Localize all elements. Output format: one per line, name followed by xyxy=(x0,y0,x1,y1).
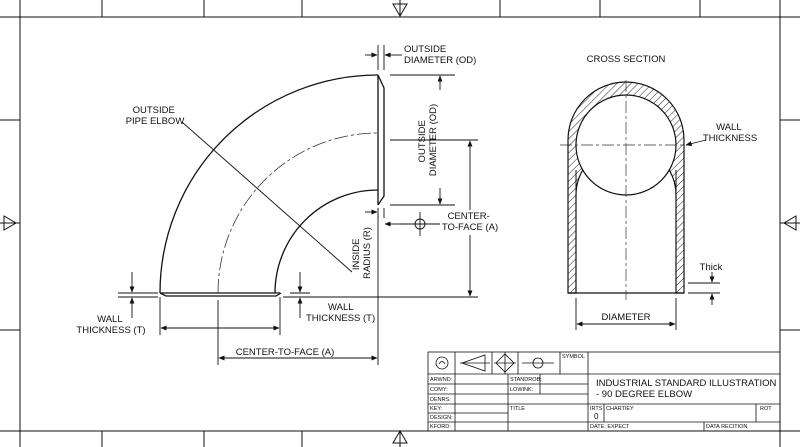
field-design: DESIGN: xyxy=(430,415,453,421)
data-recition-label: DATA RECITION xyxy=(706,424,747,430)
field-comy: COMY: xyxy=(430,387,448,393)
elbow-outline xyxy=(159,74,385,297)
rev-label: ROT xyxy=(760,406,772,412)
field-denrs: DENRS: xyxy=(430,397,451,403)
cross-section xyxy=(560,80,692,300)
label-center-to-face-right: CENTER- TO-FACE (A) xyxy=(442,211,498,233)
label-wall-thickness-mid: WALL THICKNESS (T) xyxy=(306,302,375,324)
label-inside-radius: INSIDE RADIUS (R) xyxy=(351,227,373,279)
label-diameter: DIAMETER xyxy=(601,312,650,323)
label-outside-pipe-elbow: OUTSIDE PIPE ELBOW xyxy=(126,105,185,127)
field-kford: KFORD: xyxy=(430,424,451,430)
rits-value: 0 xyxy=(594,412,599,421)
label-wall-thickness-left: WALL THICKNESS (T) xyxy=(76,314,145,336)
date-expect-label: DATE: EXPECT xyxy=(590,424,630,430)
title-label: TITLE xyxy=(510,406,525,412)
label-thick: Thick xyxy=(700,262,723,273)
field-standrob: STANDROB: xyxy=(510,377,542,383)
label-wall-thickness-cross: WALL THICKNESS xyxy=(703,122,757,144)
symbol-label: SYMBOL xyxy=(562,354,585,360)
rits-label: IRTS xyxy=(590,406,603,412)
field-key: KEY: xyxy=(430,406,443,412)
label-outside-diameter-vertical: OUTSIDE DIAMETER (OD) xyxy=(417,104,439,176)
chartiey-label: CHARTIEY xyxy=(606,406,634,412)
field-arwnd: ARWND: xyxy=(430,377,453,383)
cross-section-dimensions xyxy=(575,139,720,330)
label-outside-diameter: OUTSIDE DIAMETER (OD) xyxy=(404,44,476,66)
elbow-dimensions xyxy=(118,45,478,365)
label-cross-section: CROSS SECTION xyxy=(587,54,666,65)
elbow-centerline xyxy=(217,132,379,294)
label-center-to-face-bottom: CENTER-TO-FACE (A) xyxy=(236,347,335,358)
title-block xyxy=(427,351,781,432)
drawing-title: INDUSTRIAL STANDARD ILLUSTRATION - 90 DE… xyxy=(596,378,779,400)
title-block-text: SYMBOL ARWND: COMY: DENRS: KEY: DESIGN: … xyxy=(430,354,772,430)
field-lowink: LOWINK: xyxy=(510,387,534,393)
center-mark xyxy=(414,218,426,230)
